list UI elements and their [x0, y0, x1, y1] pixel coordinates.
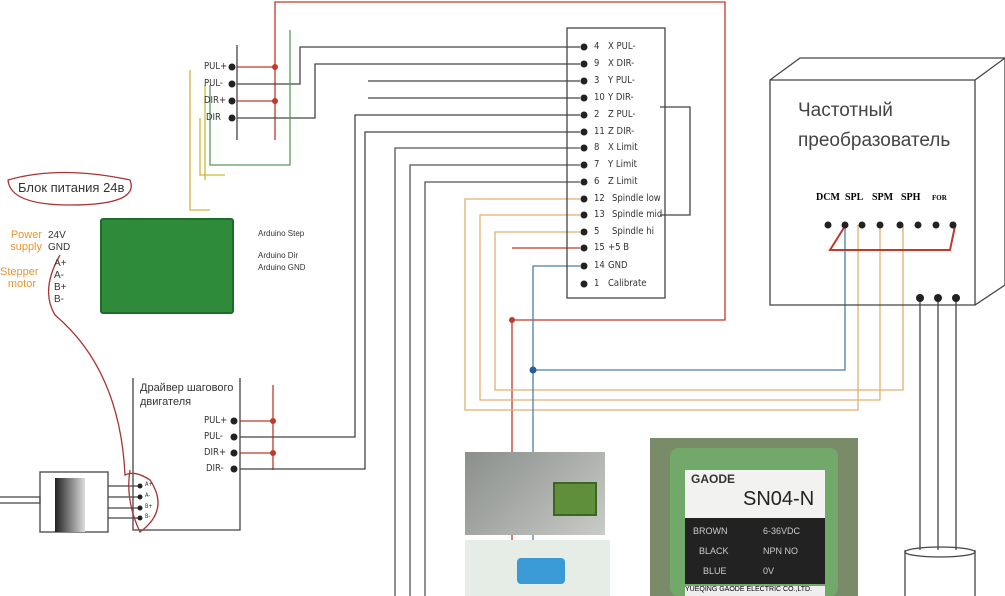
stepper-motor-label: Stepper motor — [0, 266, 39, 290]
controller-pin-dot — [580, 280, 588, 288]
controller-pin-num: 2 — [594, 109, 600, 120]
controller-pin-dot — [580, 211, 588, 219]
motor-b-minus: B- — [145, 513, 151, 520]
wire-z-pul — [240, 114, 580, 438]
arduino-dir-label: Arduino Dir — [258, 251, 299, 260]
controller-pin-num: 13 — [594, 209, 605, 220]
sensor-brand: GAODE — [691, 472, 736, 486]
controller-pin-label: X DIR- — [608, 58, 635, 69]
controller-pin-label: Calibrate — [608, 278, 647, 289]
controller-pin-dot — [580, 43, 588, 51]
driver-title-2: двигателя — [140, 396, 192, 408]
controller-pin-label: X PUL- — [608, 41, 636, 52]
terminal-for: FOR — [932, 194, 947, 202]
wire-x-dir — [237, 63, 580, 119]
brown-value: 6-36VDC — [763, 526, 801, 536]
arduino-step-label: Arduino Step — [258, 229, 305, 238]
pin-b-minus: B- — [54, 294, 64, 305]
wire-z-dir — [240, 131, 580, 470]
controller-pin-num: 14 — [594, 260, 605, 271]
power-block-label: Блок питания 24в — [18, 180, 125, 195]
controller-pin-num: 11 — [594, 126, 605, 137]
wire-x-pul — [237, 46, 580, 85]
blue-value: 0V — [763, 566, 775, 576]
terminal-dcm: DCM — [816, 192, 840, 203]
controller-pin-num: 6 — [594, 176, 600, 187]
terminal-sph: SPH — [901, 192, 921, 203]
black-value: NPN NO — [763, 546, 799, 556]
pin-b-plus: B+ — [54, 282, 67, 293]
pin-a-minus: A- — [54, 270, 64, 281]
controller-pin-label: GND — [608, 260, 628, 271]
controller-pin-num: 9 — [594, 58, 600, 69]
vfd-title: Частотный — [798, 100, 893, 121]
sensor-photo-2 — [465, 540, 610, 596]
controller-pin-num: 10 — [594, 92, 605, 103]
controller-pin-dot — [580, 128, 588, 136]
controller-pin-num: 1 — [594, 278, 600, 289]
motor-a-minus: A- — [145, 492, 151, 499]
controller-pin-label: Spindle low — [612, 193, 661, 204]
driver-board-photo — [100, 218, 234, 314]
controller-pin-label: +5 B — [608, 242, 630, 253]
arduino-gnd-label: Arduino GND — [258, 263, 306, 272]
controller-pin-dot — [580, 94, 588, 102]
sensor-model: SN04-N — [743, 488, 815, 510]
motor-b-plus: B+ — [145, 503, 153, 510]
controller-pin-num: 7 — [594, 159, 600, 170]
terminal-spm: SPM — [872, 192, 894, 203]
bottom-dir-plus: DIR+ — [204, 447, 227, 458]
top-dir-plus: DIR+ — [204, 95, 227, 106]
sensor-photo — [465, 452, 605, 535]
controller-pin-dot — [580, 111, 588, 119]
controller-pin-label: Y Limit — [608, 159, 637, 170]
bottom-pul-plus: PUL+ — [204, 415, 228, 426]
controller-pin-dot — [580, 77, 588, 85]
controller-pin-label: Y DIR- — [608, 92, 634, 103]
controller-pin-label: Z PUL- — [608, 109, 636, 120]
wire-5v — [274, 1, 726, 596]
controller-pin-label: Spindle hi — [612, 226, 654, 237]
controller-pin-num: 12 — [594, 193, 605, 204]
top-pul-plus: PUL+ — [204, 61, 228, 72]
bottom-pul-minus: PUL- — [204, 431, 224, 442]
motor-a-plus: A+ — [145, 481, 153, 488]
controller-pin-dot — [580, 161, 588, 169]
controller-pin-label: Z Limit — [608, 176, 638, 187]
controller-pin-label: Y PUL- — [608, 75, 635, 86]
power-supply-label: Power supply — [10, 229, 42, 253]
controller-pin-dot — [580, 144, 588, 152]
controller-pin-dot — [580, 60, 588, 68]
top-dir: DIR — [206, 112, 221, 123]
gnd-label: GND — [48, 242, 71, 253]
driver-title: Драйвер шагового — [140, 382, 234, 394]
wire-black: BLACK — [699, 546, 729, 556]
controller-pin-label: Spindle mid — [612, 209, 663, 220]
controller-pin-dot — [580, 195, 588, 203]
controller-pin-label: Z DIR- — [608, 126, 635, 137]
bottom-dir-minus: DIR- — [206, 463, 224, 474]
top-pul-minus: PUL- — [204, 78, 224, 89]
controller-pin-dot — [580, 178, 588, 186]
controller-pin-num: 3 — [594, 75, 600, 86]
sensor-maker: YUEQING GAODE ELECTRIC CO.,LTD. — [685, 586, 825, 596]
wire-blue: BLUE — [703, 566, 727, 576]
controller-pin-dot — [580, 244, 588, 252]
sensor-label-photo: GAODE SN04-N BROWN 6-36VDC BLACK NPN NO … — [650, 438, 858, 596]
controller-pin-num: 4 — [594, 41, 600, 52]
controller-pin-label: X Limit — [608, 142, 638, 153]
pin-a-plus: A+ — [54, 258, 67, 269]
controller-pin-num: 15 — [594, 242, 605, 253]
controller-pin-num: 8 — [594, 142, 600, 153]
24v-label: 24V — [48, 230, 66, 241]
controller-pin-num: 5 — [594, 226, 600, 237]
wire-brown: BROWN — [693, 526, 728, 536]
controller-pin-dot — [580, 228, 588, 236]
vfd-title-2: преобразователь — [798, 130, 951, 151]
terminal-spl: SPL — [845, 192, 864, 203]
controller-pin-dot — [580, 262, 588, 270]
